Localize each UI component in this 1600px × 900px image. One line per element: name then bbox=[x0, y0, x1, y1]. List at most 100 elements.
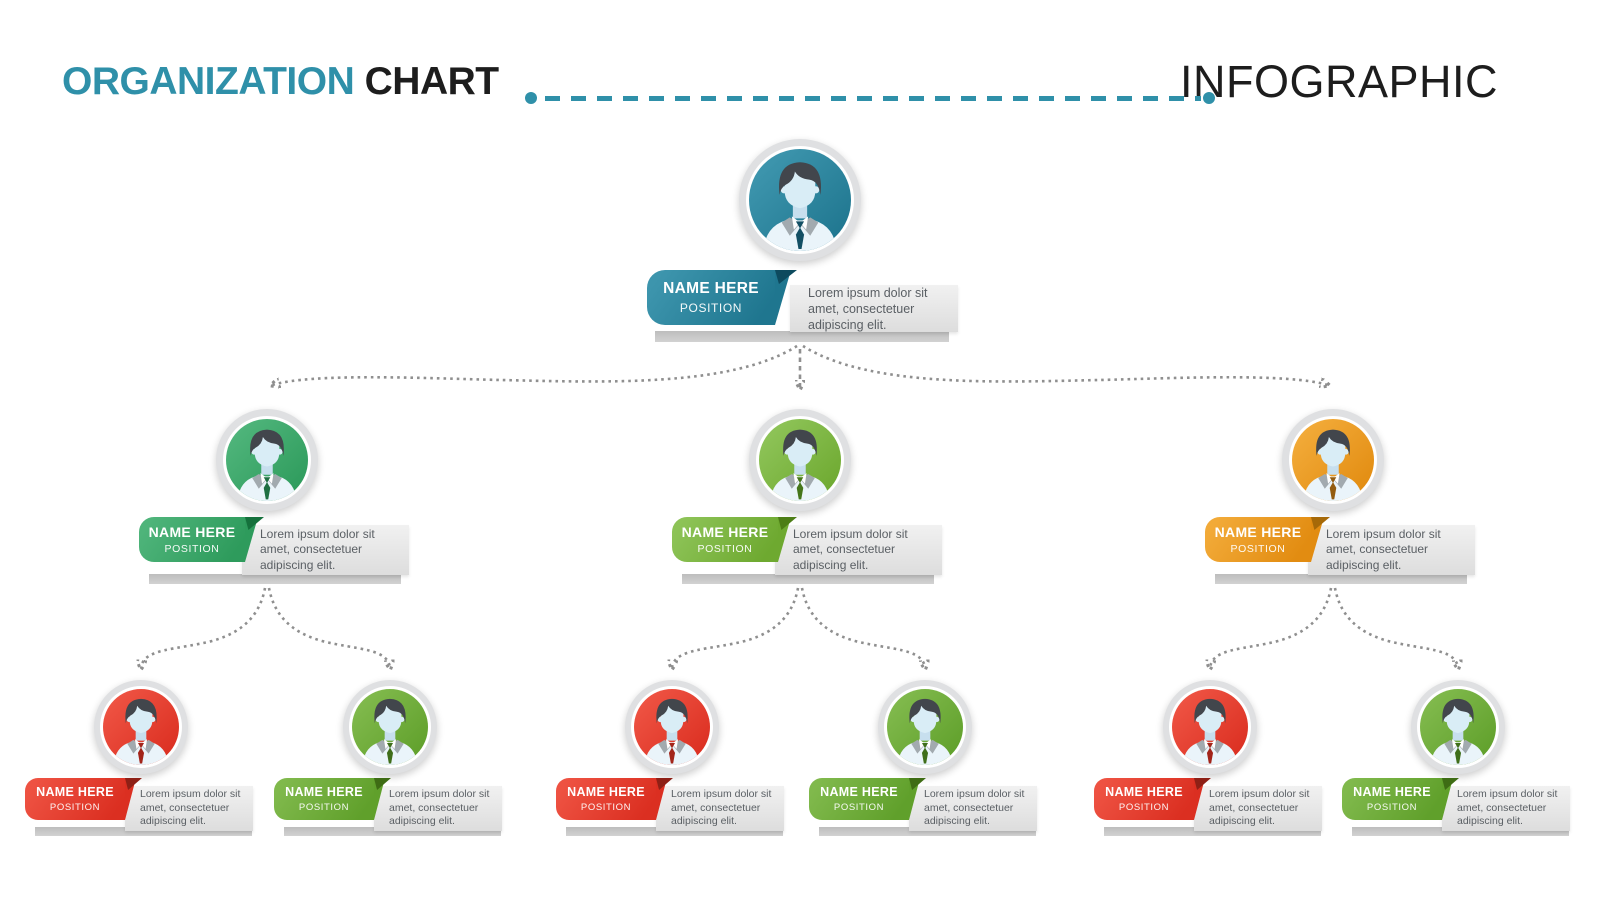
node-description: Lorem ipsum dolor sit amet, consectetuer… bbox=[1308, 525, 1475, 575]
label-base-shadow bbox=[1352, 827, 1569, 836]
person-icon bbox=[770, 429, 830, 501]
node-description: Lorem ipsum dolor sit amet, consectetuer… bbox=[1442, 786, 1570, 831]
connector-path bbox=[1210, 587, 1333, 668]
avatar-disc bbox=[749, 149, 851, 251]
node-position: POSITION bbox=[833, 802, 885, 813]
node-position: POSITION bbox=[679, 301, 743, 315]
label-base-shadow bbox=[284, 827, 501, 836]
node-description: Lorem ipsum dolor sit amet, consectetuer… bbox=[790, 285, 958, 332]
node-description-text: Lorem ipsum dolor sit amet, consectetuer… bbox=[1457, 788, 1558, 828]
name-tab: NAME HERE POSITION bbox=[139, 517, 264, 562]
avatar-disc bbox=[634, 689, 710, 765]
name-tab: NAME HERE POSITION bbox=[25, 778, 142, 820]
connector-path bbox=[272, 344, 798, 385]
avatar-disc bbox=[1172, 689, 1248, 765]
name-tab: NAME HERE POSITION bbox=[274, 778, 391, 820]
avatar-disc bbox=[1292, 419, 1374, 501]
avatar bbox=[1411, 680, 1505, 774]
person-icon bbox=[1303, 429, 1363, 501]
person-icon bbox=[1182, 698, 1238, 765]
name-tab: NAME HERE POSITION bbox=[1342, 778, 1459, 820]
node-description-text: Lorem ipsum dolor sit amet, consectetuer… bbox=[808, 285, 928, 332]
name-tab: NAME HERE POSITION bbox=[1205, 517, 1330, 562]
node-description: Lorem ipsum dolor sit amet, consectetuer… bbox=[656, 786, 784, 831]
node-name: NAME HERE bbox=[1105, 785, 1183, 799]
node-name: NAME HERE bbox=[820, 785, 898, 799]
label-base-shadow bbox=[566, 827, 783, 836]
avatar bbox=[625, 680, 719, 774]
node-description-text: Lorem ipsum dolor sit amet, consectetuer… bbox=[1209, 788, 1310, 828]
connector-path bbox=[802, 344, 1328, 385]
avatar bbox=[343, 680, 437, 774]
person-icon bbox=[763, 162, 837, 251]
node-description: Lorem ipsum dolor sit amet, consectetuer… bbox=[909, 786, 1037, 831]
node-name: NAME HERE bbox=[681, 524, 769, 540]
avatar bbox=[216, 409, 318, 511]
node-description: Lorem ipsum dolor sit amet, consectetuer… bbox=[242, 525, 409, 575]
node-position: POSITION bbox=[1118, 802, 1170, 813]
node-description-text: Lorem ipsum dolor sit amet, consectetuer… bbox=[793, 526, 908, 572]
avatar-disc bbox=[887, 689, 963, 765]
node-name: NAME HERE bbox=[285, 785, 363, 799]
avatar bbox=[749, 409, 851, 511]
person-icon bbox=[644, 698, 700, 765]
node-name: NAME HERE bbox=[148, 524, 236, 540]
node-description-text: Lorem ipsum dolor sit amet, consectetuer… bbox=[389, 788, 490, 828]
name-tab: NAME HERE POSITION bbox=[809, 778, 926, 820]
connector-path bbox=[800, 587, 925, 668]
connector-path bbox=[672, 587, 800, 668]
person-icon bbox=[897, 698, 953, 765]
node-name: NAME HERE bbox=[1214, 524, 1302, 540]
avatar bbox=[94, 680, 188, 774]
page-title-primary: ORGANIZATION bbox=[62, 60, 355, 103]
node-description: Lorem ipsum dolor sit amet, consectetuer… bbox=[374, 786, 502, 831]
node-position: POSITION bbox=[697, 543, 753, 555]
avatar-disc bbox=[103, 689, 179, 765]
node-position: POSITION bbox=[1366, 802, 1418, 813]
node-description-text: Lorem ipsum dolor sit amet, consectetuer… bbox=[260, 526, 375, 572]
node-name: NAME HERE bbox=[1353, 785, 1431, 799]
name-tab: NAME HERE POSITION bbox=[647, 270, 797, 325]
label-base-shadow bbox=[655, 331, 949, 342]
node-position: POSITION bbox=[298, 802, 350, 813]
label-base-shadow bbox=[682, 574, 934, 584]
name-tab: NAME HERE POSITION bbox=[1094, 778, 1211, 820]
divider-dot-left bbox=[525, 92, 537, 104]
label-base-shadow bbox=[35, 827, 252, 836]
name-tab: NAME HERE POSITION bbox=[672, 517, 797, 562]
node-description-text: Lorem ipsum dolor sit amet, consectetuer… bbox=[1326, 526, 1441, 572]
page-title: ORGANIZATION CHART bbox=[62, 60, 499, 104]
node-position: POSITION bbox=[164, 543, 220, 555]
node-description: Lorem ipsum dolor sit amet, consectetuer… bbox=[1194, 786, 1322, 831]
avatar-disc bbox=[759, 419, 841, 501]
label-base-shadow bbox=[1104, 827, 1321, 836]
label-base-shadow bbox=[819, 827, 1036, 836]
person-icon bbox=[113, 698, 169, 765]
node-description-text: Lorem ipsum dolor sit amet, consectetuer… bbox=[140, 788, 241, 828]
connector-path bbox=[141, 587, 267, 668]
label-base-shadow bbox=[1215, 574, 1467, 584]
node-description: Lorem ipsum dolor sit amet, consectetuer… bbox=[775, 525, 942, 575]
avatar bbox=[878, 680, 972, 774]
node-name: NAME HERE bbox=[567, 785, 645, 799]
person-icon bbox=[362, 698, 418, 765]
avatar-disc bbox=[352, 689, 428, 765]
node-description-text: Lorem ipsum dolor sit amet, consectetuer… bbox=[924, 788, 1025, 828]
person-icon bbox=[1430, 698, 1486, 765]
page-title-right: INFOGRAPHIC bbox=[1179, 56, 1498, 107]
person-icon bbox=[237, 429, 297, 501]
divider-dashed-line bbox=[545, 96, 1201, 101]
name-tab: NAME HERE POSITION bbox=[556, 778, 673, 820]
node-name: NAME HERE bbox=[36, 785, 114, 799]
avatar-disc bbox=[226, 419, 308, 501]
label-base-shadow bbox=[149, 574, 401, 584]
connector-path bbox=[1333, 587, 1458, 668]
divider-dot-right bbox=[1203, 92, 1215, 104]
avatar bbox=[1163, 680, 1257, 774]
avatar bbox=[1282, 409, 1384, 511]
node-description-text: Lorem ipsum dolor sit amet, consectetuer… bbox=[671, 788, 772, 828]
node-position: POSITION bbox=[580, 802, 632, 813]
node-description: Lorem ipsum dolor sit amet, consectetuer… bbox=[125, 786, 253, 831]
connector-path bbox=[267, 587, 390, 668]
